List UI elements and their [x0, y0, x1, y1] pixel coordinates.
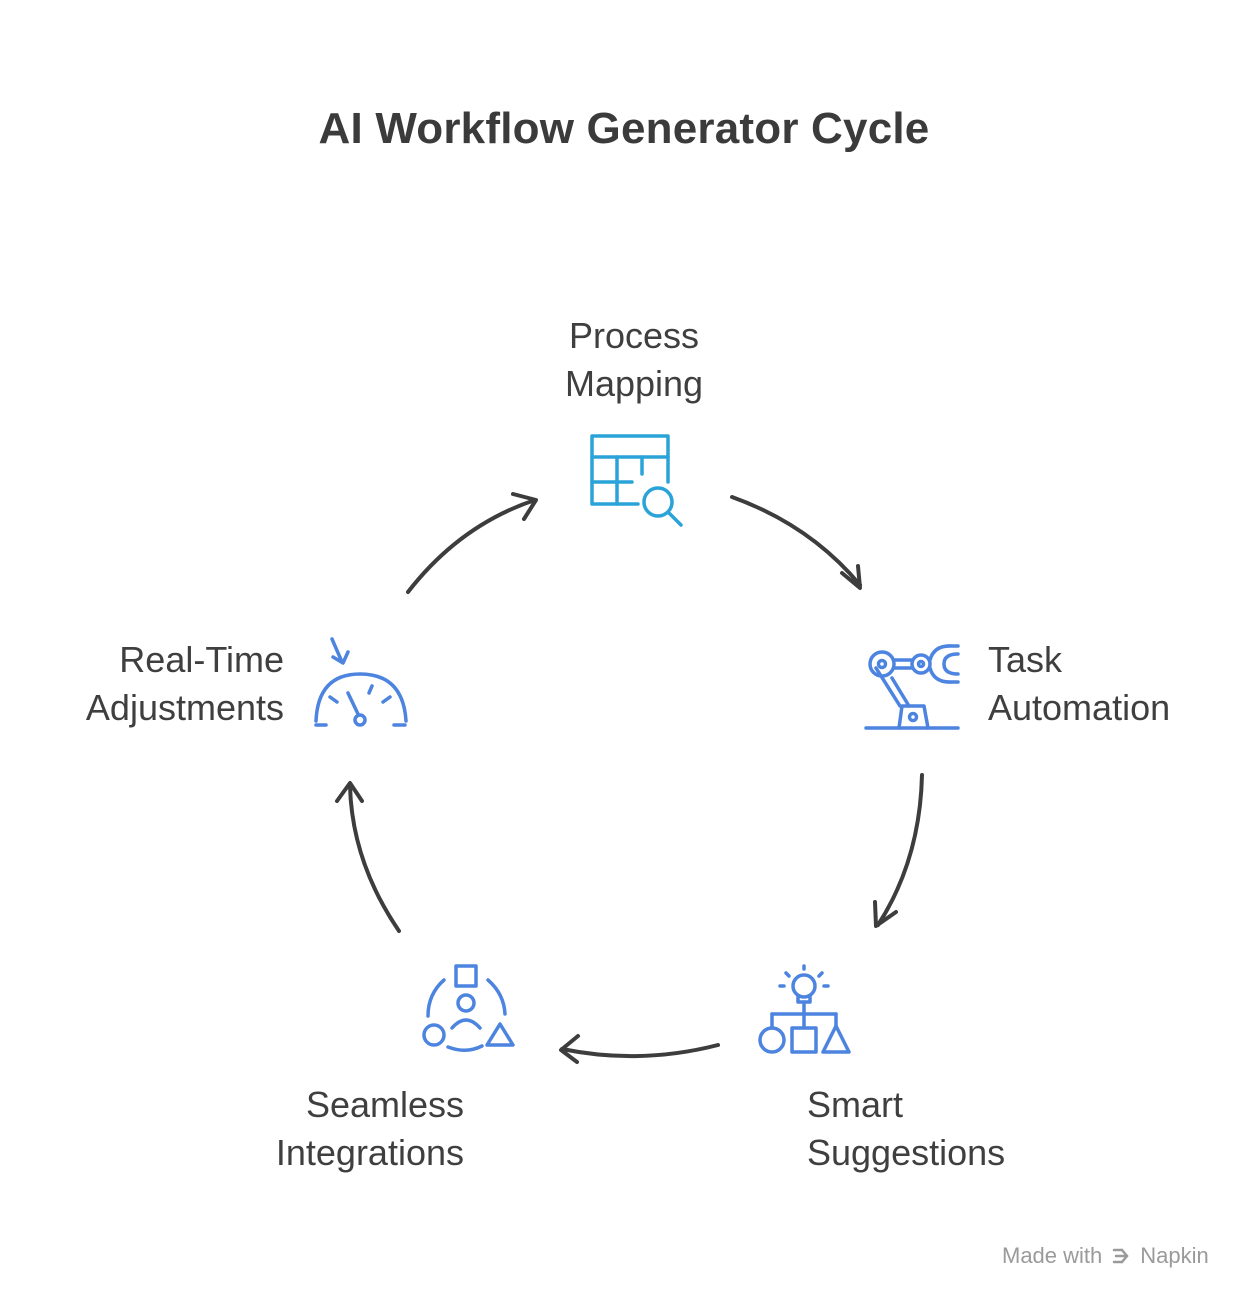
step-label-line2: Automation [988, 687, 1171, 728]
arrow-process-to-task [730, 495, 862, 590]
step-label-process-mapping: Process Mapping [534, 312, 734, 408]
arrow-adjustments-to-process [406, 492, 538, 594]
napkin-brand-text: Napkin [1140, 1243, 1209, 1268]
step-label-line1: Process [568, 315, 700, 356]
step-label-smart-suggestions: Smart Suggestions [807, 1081, 1047, 1177]
step-label-task-automation: Task Automation [988, 636, 1228, 732]
made-with-text: Made with [1002, 1243, 1103, 1268]
step-label-line2: Mapping [564, 363, 704, 404]
arrow-task-to-suggestions [873, 773, 924, 928]
arrow-integrations-to-adjustments [335, 781, 401, 933]
step-label-line1: Smart [807, 1084, 904, 1125]
robot-arm-icon [864, 644, 960, 730]
step-label-real-time-adjustments: Real-Time Adjustments [40, 636, 284, 732]
step-label-line2: Adjustments [85, 687, 284, 728]
page-title: AI Workflow Generator Cycle [318, 104, 930, 153]
arrow-suggestions-to-integrations [559, 1034, 720, 1064]
gauge-icon [314, 637, 408, 727]
step-label-line2: Integrations [275, 1132, 464, 1173]
napkin-watermark: Made with Napkin [1002, 1243, 1209, 1269]
step-label-line2: Suggestions [807, 1132, 1006, 1173]
step-label-seamless-integrations: Seamless Integrations [222, 1081, 464, 1177]
person-shapes-cycle-icon [422, 964, 515, 1052]
step-label-line1: Seamless [305, 1084, 464, 1125]
napkin-logo-icon [1113, 1248, 1129, 1264]
step-label-line1: Task [988, 639, 1063, 680]
step-label-line1: Real-Time [119, 639, 284, 680]
lightbulb-shapes-icon [758, 964, 851, 1054]
table-search-icon [590, 434, 683, 527]
